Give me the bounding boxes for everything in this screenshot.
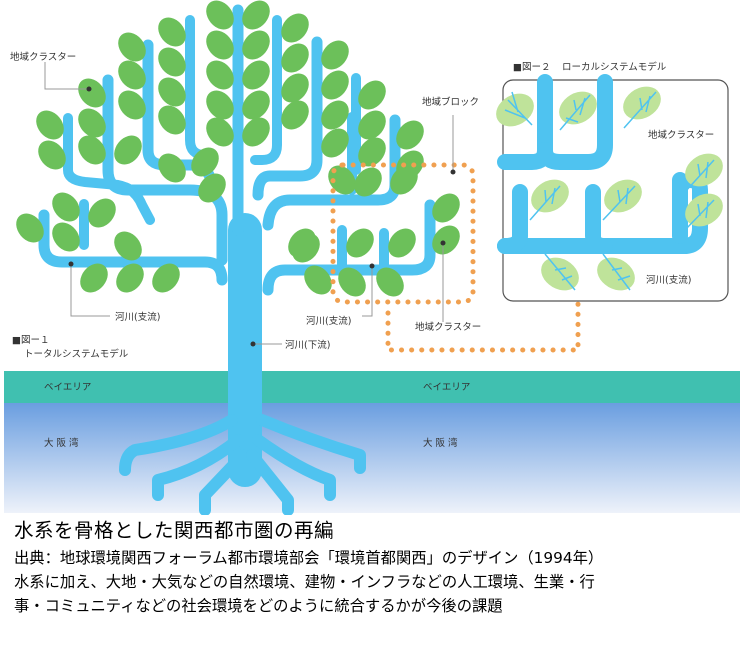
caption-source: 出典：地球環境関西フォーラム都市環境部会「環境首都関西」のデザイン（1994年） [14, 549, 604, 567]
bay-area-band [4, 371, 740, 403]
label-cluster-fig2: 地域クラスター [648, 129, 714, 141]
label-regional-block: 地域ブロック [422, 96, 479, 108]
tree-leaves [16, 0, 460, 297]
fig2-heading: ■図ー２ [513, 62, 550, 73]
label-cluster-center: 地域クラスター [415, 321, 481, 333]
water-system-diagram: 地域クラスター 河川(支流) 河川(支流) 河川(下流) 地域ブロック 地域クラ… [4, 0, 740, 515]
figure-2-local-model [496, 74, 729, 302]
label-tributary-fig2: 河川(支流) [646, 274, 691, 286]
osaka-bay-sea [4, 403, 740, 513]
label-tributary-left: 河川(支流) [115, 311, 160, 323]
fig1-heading: ■図ー１ [12, 335, 49, 346]
label-osaka-bay-right: 大 阪 湾 [423, 437, 458, 449]
caption-title: 水系を骨格とした関西都市圏の再編 [14, 519, 335, 542]
fig2-title: ローカルシステムモデル [562, 61, 667, 73]
label-cluster-top-left: 地域クラスター [10, 51, 76, 63]
caption-description-line1: 水系に加え、大地・大気などの自然環境、建物・インフラなどの人工環境、生業・行 [14, 573, 595, 591]
label-tributary-center: 河川(支流) [306, 315, 351, 327]
label-osaka-bay-left: 大 阪 湾 [44, 437, 79, 449]
label-downstream: 河川(下流) [285, 339, 330, 351]
regional-block-outline [330, 162, 581, 353]
label-bay-area-right: ベイエリア [423, 382, 470, 393]
caption-description-line2: 事・コミュニティなどの社会環境をどのように統合するかが今後の課題 [14, 597, 503, 615]
label-bay-area-left: ベイエリア [44, 382, 91, 393]
fig1-title: トータルシステムモデル [24, 348, 129, 360]
